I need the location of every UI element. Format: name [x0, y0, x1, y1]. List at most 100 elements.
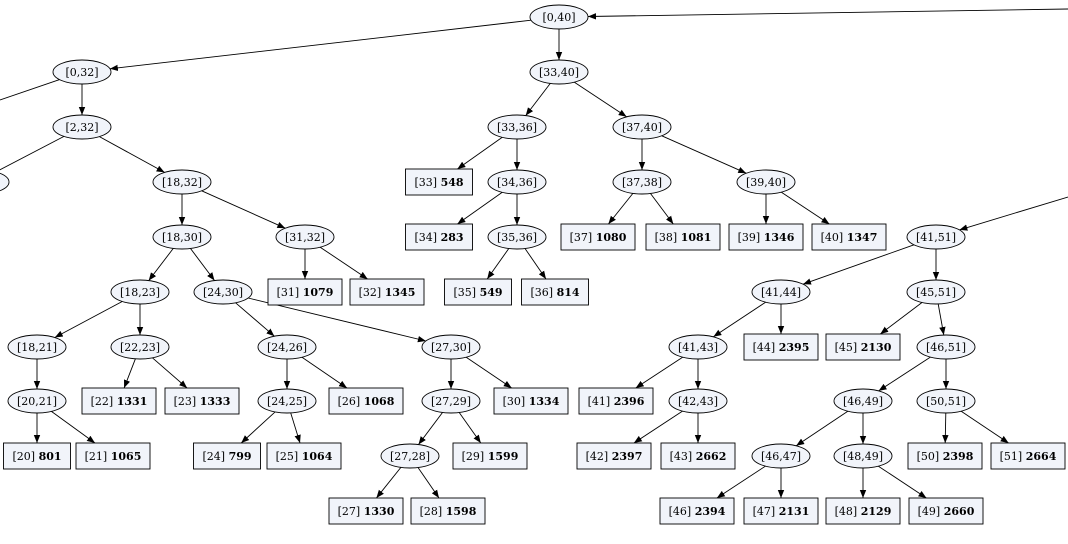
leaf-node-label: [44] 2395	[753, 341, 810, 354]
range-node: [0,40]	[529, 4, 589, 30]
range-node-label: [46,51]	[926, 341, 966, 354]
range-node-label: [18,21]	[17, 341, 57, 354]
edge-n_22_23-to-l_22	[123, 358, 136, 389]
leaf-node-label: [22] 1331	[91, 395, 148, 408]
range-node-ellipse	[110, 279, 170, 305]
leaf-node-label: [20] 801	[12, 450, 61, 463]
range-node-label: [34,36]	[497, 176, 537, 189]
leaf-node: [22] 1331	[81, 387, 157, 415]
leaf-index: [31]	[277, 286, 300, 299]
leaf-node: [39] 1346	[728, 223, 804, 251]
leaf-index: [37]	[570, 231, 593, 244]
edge-n_33_40-to-n_37_40	[574, 81, 627, 118]
leaf-value: 2394	[695, 505, 726, 518]
leaf-index: [28]	[420, 505, 443, 518]
range-node: [27,29]	[421, 388, 481, 414]
edge-n_42_43-to-l_42	[633, 410, 683, 444]
leaf-index: [42]	[586, 450, 609, 463]
range-node-ellipse	[152, 224, 212, 250]
edge-n_20_21-to-l_21	[51, 411, 96, 444]
leaf-index: [21]	[85, 450, 108, 463]
range-node: [24,30]	[193, 279, 253, 305]
range-node: [46,49]	[833, 388, 893, 414]
range-node-ellipse	[668, 334, 728, 360]
edge-n_27_30-to-l_30	[465, 356, 512, 389]
leaf-value: 2664	[1026, 450, 1057, 463]
range-node: [48,49]	[833, 443, 893, 469]
leaf-node: [38] 1081	[645, 223, 721, 251]
leaf-node-box	[825, 333, 901, 361]
leaf-value: 801	[39, 450, 62, 463]
range-node: [24,26]	[257, 334, 317, 360]
range-node-label: [39,40]	[746, 176, 786, 189]
leaf-node-label: [47] 2131	[753, 505, 810, 518]
range-node-ellipse	[7, 388, 67, 414]
range-node-label: [24,30]	[203, 286, 243, 299]
leaf-node-box	[825, 497, 901, 525]
leaf-node-label: [39] 1346	[738, 231, 795, 244]
leaf-value: 1333	[200, 395, 231, 408]
leaf-node-box	[578, 387, 654, 415]
range-node-ellipse	[193, 279, 253, 305]
leaf-node-label: [42] 2397	[586, 450, 643, 463]
leaf-node-label: [26] 1068	[338, 395, 395, 408]
range-node: [27,30]	[421, 334, 481, 360]
leaf-node-box	[728, 223, 804, 251]
leaf-node-box	[645, 223, 721, 251]
leaf-value: 1347	[847, 231, 878, 244]
leaf-node-label: [50] 2398	[917, 450, 974, 463]
leaf-index: [35]	[453, 286, 476, 299]
leaf-index: [33]	[414, 176, 437, 189]
edge-n_24_25-to-l_25	[290, 412, 301, 444]
range-node-ellipse	[906, 224, 966, 250]
range-node-label: [18,30]	[162, 231, 202, 244]
edge-n_50_51-to-l_51	[960, 410, 1009, 444]
leaf-node: [37] 1080	[560, 223, 636, 251]
range-node: [27,28]	[380, 443, 440, 469]
leaf-node-box	[405, 223, 473, 251]
leaf-node-label: [36] 814	[530, 286, 579, 299]
leaf-node-label: [23] 1333	[174, 395, 231, 408]
edge-n_24_30-to-n_24_26	[235, 302, 275, 337]
leaf-node-label: [28] 1598	[420, 505, 477, 518]
range-node-label: [22,23]	[120, 341, 160, 354]
leaf-index: [23]	[174, 395, 197, 408]
leaf-node-box	[990, 442, 1066, 470]
leaf-index: [51]	[1000, 450, 1023, 463]
range-node-label: [18,23]	[120, 286, 160, 299]
range-node-ellipse	[110, 334, 170, 360]
leaf-node-label: [25] 1064	[276, 450, 333, 463]
leaf-node-label: [30] 1334	[503, 395, 560, 408]
leaf-node-box	[81, 387, 157, 415]
range-node: [0,32]	[52, 59, 112, 85]
edge-n_37_40-to-n_39_40	[661, 135, 747, 174]
range-node-label: [20,21]	[17, 395, 57, 408]
edge-n_41_44-to-n_41_43	[713, 301, 766, 338]
edge-n_46_47-to-l_46	[716, 465, 766, 499]
range-node: [45,51]	[906, 279, 966, 305]
leaf-value: 1068	[364, 395, 395, 408]
range-node-ellipse	[487, 114, 547, 140]
leaf-node-label: [33] 548	[414, 176, 463, 189]
leaf-node-box	[907, 442, 983, 470]
leaf-value: 1080	[596, 231, 627, 244]
leaf-node: [48] 2129	[825, 497, 901, 525]
edge-n_24_25-to-l_24	[240, 411, 276, 444]
leaf-node: [45] 2130	[825, 333, 901, 361]
leaf-node-box	[743, 333, 819, 361]
leaf-node-label: [41] 2396	[588, 395, 645, 408]
range-node: [50,51]	[916, 388, 976, 414]
range-node-ellipse	[487, 224, 547, 250]
leaf-node-box	[560, 223, 636, 251]
edge-n_33_36-to-l_33	[457, 136, 503, 170]
offscreen-node-edge	[0, 172, 10, 192]
leaf-value: 283	[441, 231, 464, 244]
leaf-value: 1081	[681, 231, 712, 244]
range-node-ellipse	[906, 279, 966, 305]
leaf-index: [50]	[917, 450, 940, 463]
range-node-ellipse	[529, 59, 589, 85]
leaf-node-box	[3, 442, 71, 470]
leaf-index: [24]	[202, 450, 225, 463]
leaf-node: [21] 1065	[75, 442, 151, 470]
range-node-ellipse	[833, 443, 893, 469]
